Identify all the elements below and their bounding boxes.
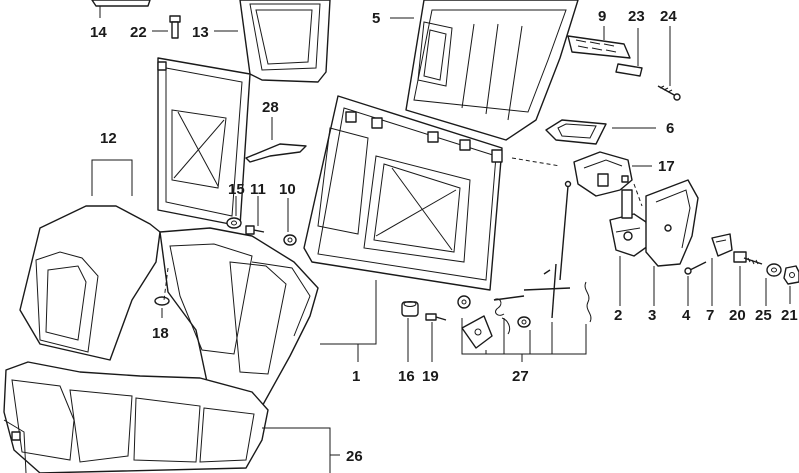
headrest-part-14: [91, 0, 151, 7]
center-backrest-frame: [303, 95, 503, 291]
bracket-7: [711, 233, 733, 257]
washer-25: [766, 263, 782, 277]
label-10: 10: [279, 181, 296, 198]
strip-28: [245, 117, 307, 163]
clip-23: [615, 63, 643, 77]
label-23: 23: [628, 8, 645, 25]
bushing-15: [226, 217, 242, 229]
label-2: 2: [614, 307, 622, 324]
seat-backrest-12: [19, 205, 319, 411]
headrest-frame-13: [239, 0, 331, 83]
label-12: 12: [100, 130, 117, 147]
label-21: 21: [781, 307, 798, 324]
lock-17: [573, 151, 633, 197]
screw-4: [684, 261, 707, 275]
callout-labels: 14 22 13 5 9 23 24 28 6 12 15 11 10 17 1…: [90, 8, 798, 465]
label-24: 24: [660, 8, 677, 25]
label-9: 9: [598, 8, 606, 25]
screw-24: [657, 85, 681, 101]
label-17: 17: [658, 158, 675, 175]
screw-19: [425, 313, 447, 321]
label-27: 27: [512, 368, 529, 385]
label-15: 15: [228, 181, 245, 198]
bolt-20: [733, 251, 763, 265]
label-5: 5: [372, 10, 380, 27]
label-20: 20: [729, 307, 746, 324]
screw-11: [245, 225, 265, 235]
label-26: 26: [346, 448, 363, 465]
label-22: 22: [130, 24, 147, 41]
label-13: 13: [192, 24, 209, 41]
bushing-10: [283, 234, 297, 246]
label-28: 28: [262, 99, 279, 116]
nut-21: [783, 265, 799, 285]
label-1: 1: [352, 368, 360, 385]
label-16: 16: [398, 368, 415, 385]
label-18: 18: [152, 325, 169, 342]
latch-2: [609, 189, 649, 257]
leader-lines: [91, 6, 791, 473]
label-14: 14: [90, 24, 107, 41]
label-4: 4: [682, 307, 691, 324]
label-7: 7: [706, 307, 714, 324]
cover-3: [645, 179, 699, 267]
label-25: 25: [755, 307, 772, 324]
screw-22: [169, 15, 181, 39]
latch-pieces-27: [457, 295, 531, 349]
rear-panel-5: [405, 0, 579, 141]
trim-frame-6: [545, 119, 607, 145]
label-6: 6: [666, 120, 674, 137]
cover-9: [567, 35, 631, 59]
label-11: 11: [250, 181, 266, 198]
bushing-16: [401, 301, 419, 317]
label-19: 19: [422, 368, 439, 385]
seat-cushion-26: [3, 361, 269, 473]
label-3: 3: [648, 307, 656, 324]
release-rods: [493, 180, 592, 335]
